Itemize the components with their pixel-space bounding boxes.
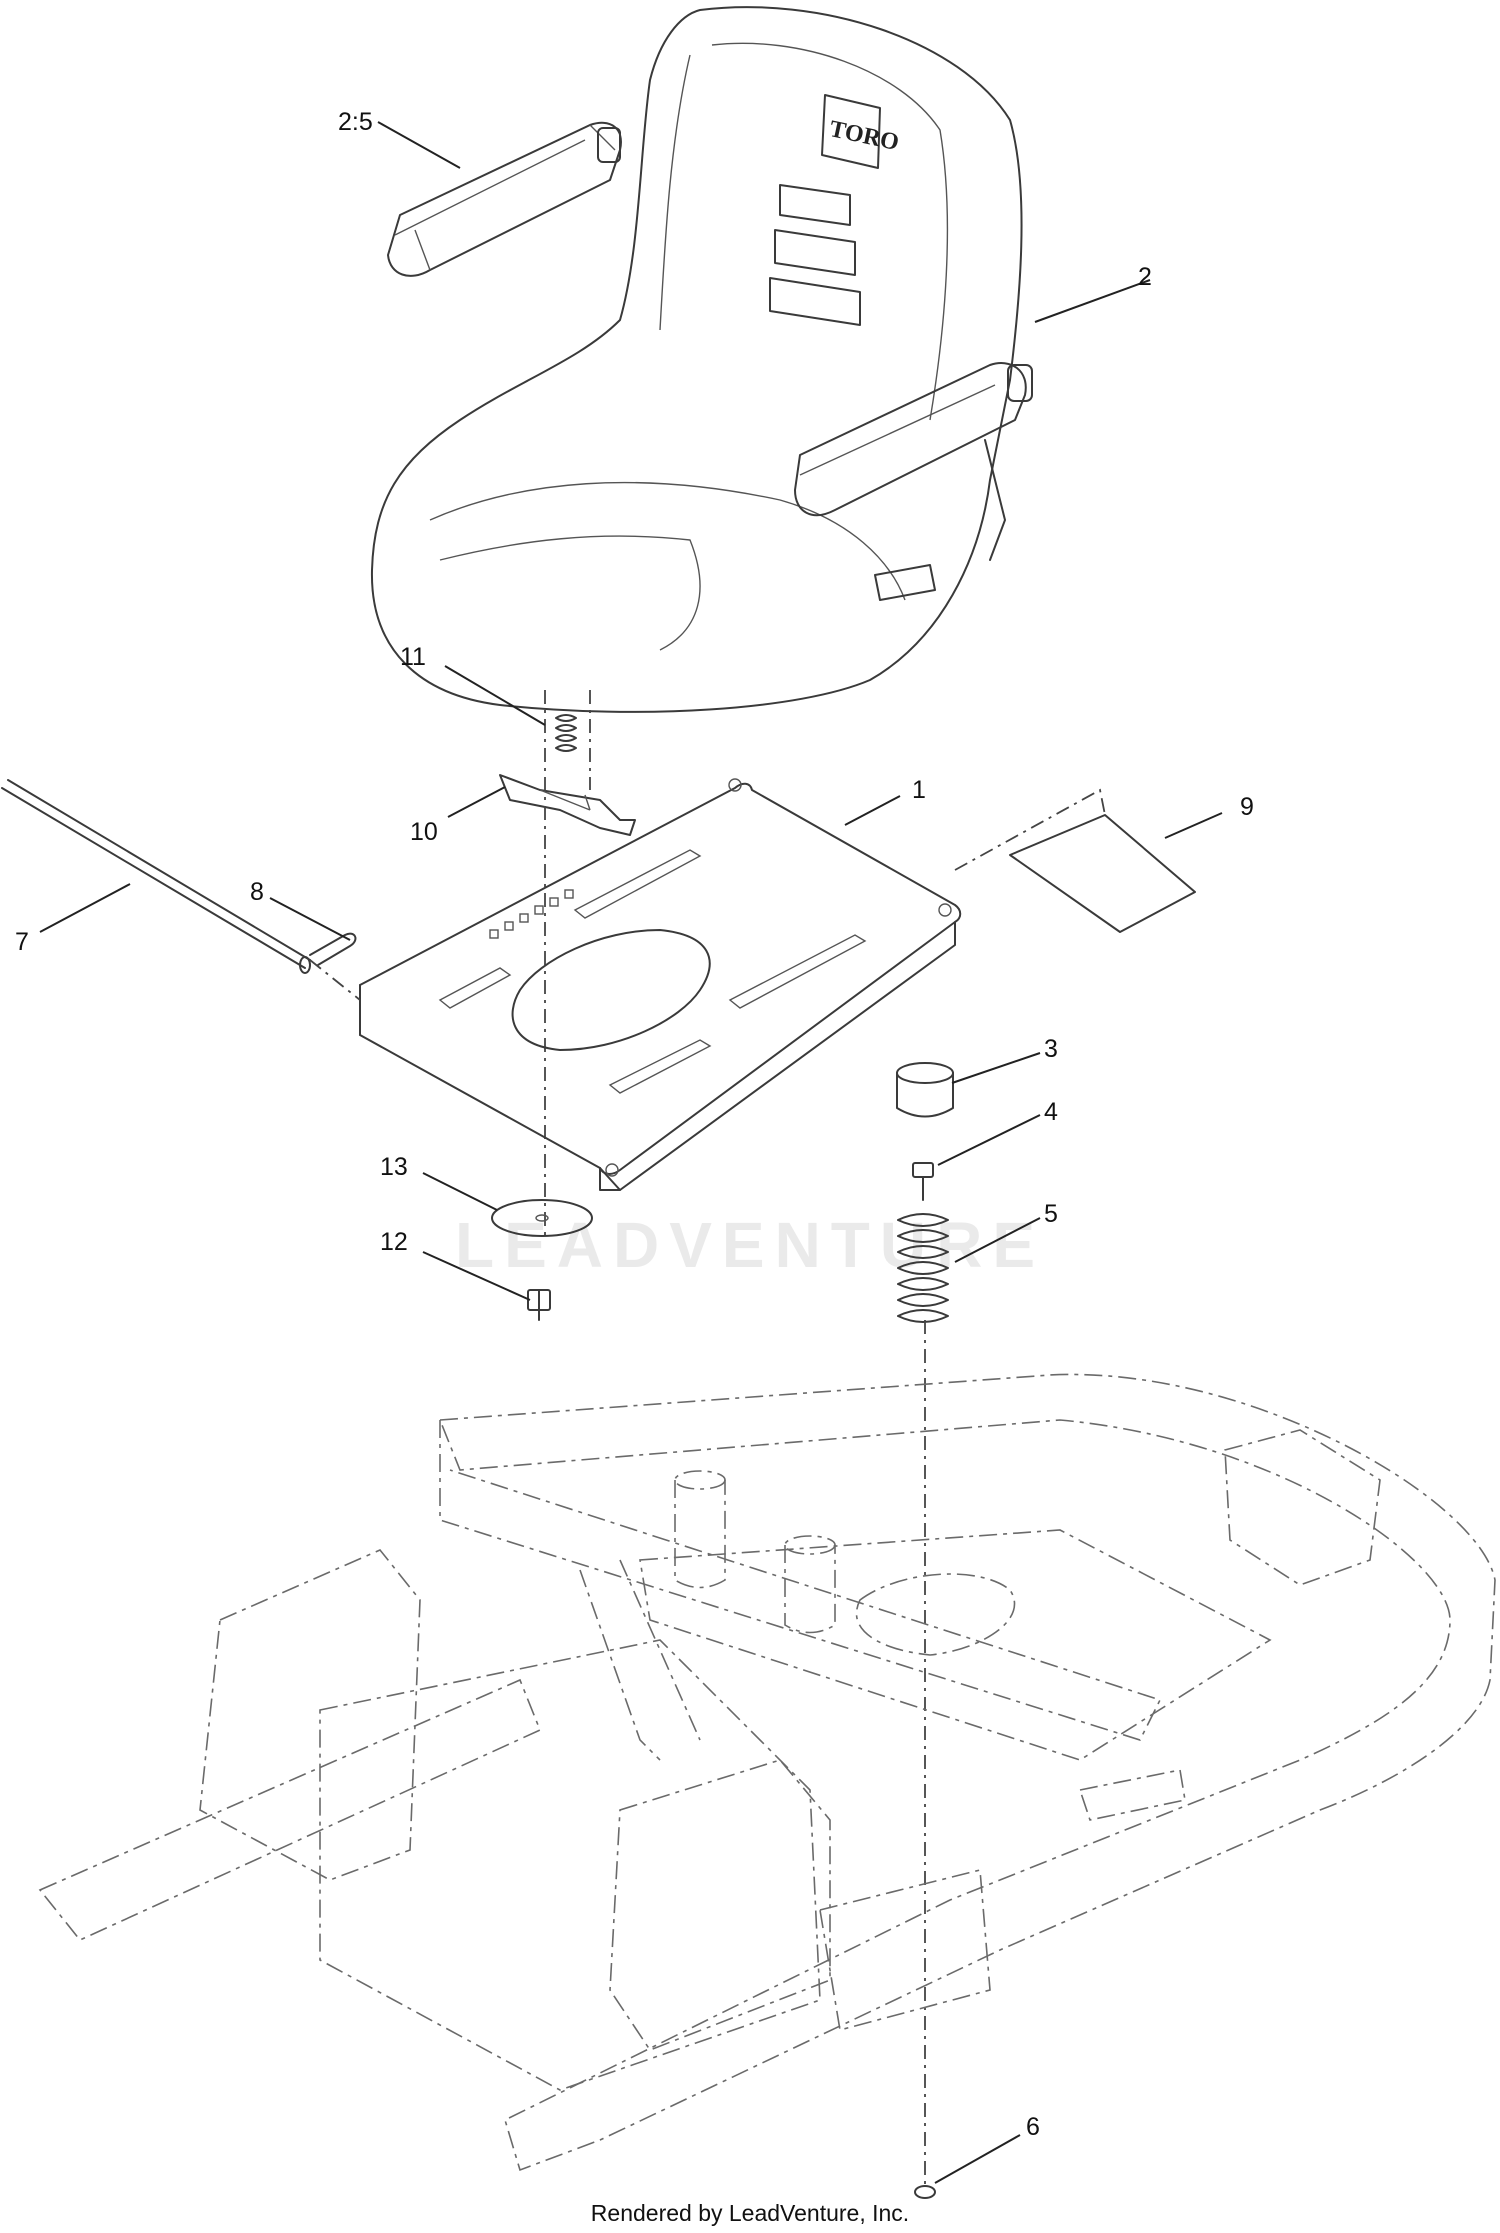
callout-9: 9 [1240,793,1254,821]
leader-lines [39,121,1223,2184]
compression-spring [897,1213,949,1323]
brand-logo: TORO [827,116,901,156]
decal [1009,814,1196,933]
spring-bolt [912,1162,934,1201]
callout-13: 13 [380,1153,408,1181]
mower-frame [38,1373,1496,2172]
callout-4: 4 [1044,1098,1058,1126]
callout-11: 11 [400,643,426,671]
latch-bracket [499,774,636,836]
callout-2: 2 [1138,263,1152,291]
callout-3: 3 [1044,1035,1058,1063]
footer-credit: Rendered by LeadVenture, Inc. [590,2200,910,2226]
latch-spring [555,714,577,752]
callouts: 2:5 2 11 10 1 9 8 7 3 4 5 13 12 6 [15,108,1254,2141]
callout-7: 7 [15,928,29,956]
flat-washer [491,1199,593,1237]
callout-1: 1 [912,776,926,804]
callout-6: 6 [1026,2113,1040,2141]
callout-5: 5 [1044,1200,1058,1228]
rubber-bumper [896,1062,954,1118]
seat-base-plate [359,778,962,1191]
seat-assembly: TORO [370,6,1033,713]
watermark: LEADVENTURE [454,1209,1046,1281]
shoulder-bolt [527,1289,551,1321]
hairpin-cotter [309,932,357,966]
pivot-rod [1,779,311,974]
callout-12: 12 [380,1228,408,1256]
callout-8: 8 [250,878,264,906]
callout-10: 10 [410,818,438,846]
lock-nut [914,2185,936,2199]
callout-2-5: 2:5 [338,108,373,136]
